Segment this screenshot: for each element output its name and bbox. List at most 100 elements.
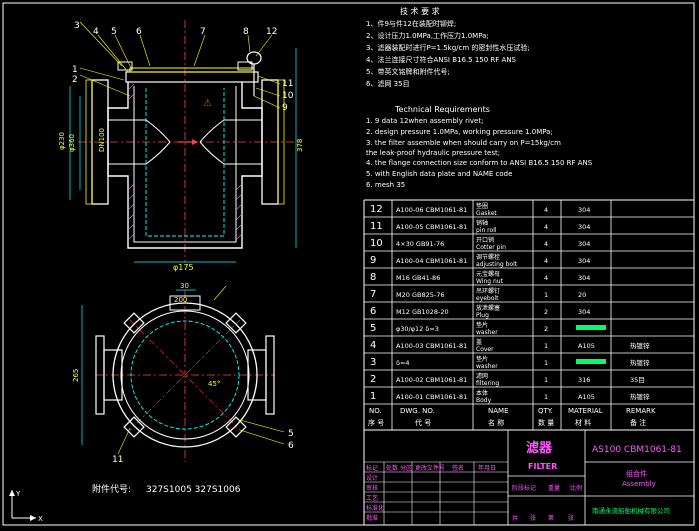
plan-wing-nut-se [225, 416, 247, 438]
cover [125, 71, 259, 83]
bom-row-no: 9 [370, 255, 376, 266]
svg-text:签名: 签名 [452, 464, 464, 472]
bom-row-name-cn: 销轴 [476, 219, 488, 227]
bom-row-qty: 1 [544, 291, 548, 299]
svg-text:设计: 设计 [366, 474, 378, 482]
inlet-duct-lower [108, 141, 171, 165]
bom-row-code: 4×30 GB91-76 [396, 240, 444, 248]
bom-row-name-cn: 垫圈 [476, 202, 488, 210]
bom-row-name-cn: 垫片 [476, 355, 488, 363]
assembly-en: Assembly [622, 480, 656, 488]
bom-row-no: 3 [370, 357, 376, 368]
svg-text:重量: 重量 [548, 484, 560, 492]
svg-text:REMARK: REMARK [626, 407, 656, 415]
plan-wing-nut-nw [123, 312, 145, 334]
title-rev-labels: 标记 处数 分区 更改文件号 签名 年月日 设计 审核 工艺 标准化 批准 阶段… [366, 464, 582, 522]
svg-text:DWG. NO.: DWG. NO. [400, 407, 435, 415]
bom-row-code: A100-06 CBM1061-81 [396, 206, 467, 214]
balloon-11: 11 [282, 79, 293, 89]
dim-top-diameter: φ175 [173, 263, 194, 272]
left-flange-face [85, 79, 93, 205]
bom-row-code: M20 GB825-76 [396, 291, 444, 299]
svg-text:年月日: 年月日 [478, 464, 496, 472]
bom-row-name-en: Cover [476, 346, 494, 353]
bom-row-no: 7 [370, 289, 376, 300]
bom-row-code: A100-01 CBM1061-81 [396, 393, 467, 401]
wall-hatch [127, 83, 243, 241]
bom-row-name-en: Gasket [476, 210, 497, 217]
bom-row-material-bar [576, 325, 606, 330]
warning-symbol: ⚠ [203, 98, 212, 109]
balloon-5: 5 [111, 27, 117, 37]
plan-screen [130, 320, 240, 430]
bom-row-name-cn: 滤网 [476, 372, 488, 380]
svg-text:名 称: 名 称 [488, 418, 504, 427]
balloon-7: 7 [200, 27, 206, 37]
outlet-duct [199, 119, 262, 143]
assembly-cn: 组合件 [626, 469, 647, 478]
svg-text:审核: 审核 [366, 484, 378, 492]
bom-row-name-cn: 垫片 [476, 321, 488, 329]
svg-text:标记: 标记 [366, 464, 378, 472]
plan-dim-c: 30 [180, 282, 189, 290]
svg-text:数 量: 数 量 [538, 418, 554, 427]
svg-text:5、带英文铭牌和附件代号;: 5、带英文铭牌和附件代号; [366, 67, 450, 76]
svg-text:工艺: 工艺 [366, 494, 378, 502]
ucs-x: X [38, 515, 43, 523]
bom-row-name-en: Wing nut [476, 278, 504, 285]
bom-row-code: A100-03 CBM1061-81 [396, 342, 467, 350]
bom-row-qty: 1 [544, 342, 548, 350]
svg-text:批准: 批准 [366, 514, 378, 522]
body-outline [107, 82, 263, 249]
bom-row-material: 304 [578, 274, 590, 282]
balloon-1: 1 [72, 65, 78, 75]
drawing-number: AS100 CBM1061-81 [592, 445, 682, 455]
bom-row-remark: 热镀锌 [630, 341, 650, 350]
svg-text:the leak-proof hydraulic press: the leak-proof hydraulic pressure test; [366, 149, 500, 157]
bom-row-remark: 35目 [630, 376, 645, 384]
bom-row-name-cn: 本体 [476, 389, 488, 397]
plan-dim-c2: 200 [174, 296, 187, 304]
bom-row-no: 1 [370, 391, 376, 402]
bom-row-remark: 热镀锌 [630, 392, 650, 401]
bom-row-remark: 热镀锌 [630, 358, 650, 367]
plan-cover-inner [120, 310, 250, 440]
svg-text:1. 9 data 12when assembly ri: 1. 9 data 12when assembly rivet; [366, 117, 483, 125]
bom-row-qty: 4 [544, 223, 548, 231]
svg-text:张: 张 [568, 514, 574, 522]
svg-text:2. design pressure 1.0MPa, w: 2. design pressure 1.0MPa, working press… [366, 128, 553, 136]
bom-row-no: 2 [370, 374, 376, 385]
notes-en-title: Technical Requirements [394, 105, 490, 114]
bom-row-no: 11 [370, 221, 383, 232]
bom-row-qty: 4 [544, 240, 548, 248]
bom-row-qty: 4 [544, 206, 548, 214]
bom-row-name-cn: 调节螺栓 [476, 253, 500, 261]
svg-text:2、设计压力1.0MPa,工作压力1.0MPa;: 2、设计压力1.0MPa,工作压力1.0MPa; [366, 31, 489, 40]
bom-row-code: φ30/φ12 δ=3 [396, 325, 439, 333]
bom-row-material: 20 [578, 291, 586, 299]
plan-wing-nut-sw [123, 416, 145, 438]
bom-row-material: 304 [578, 206, 590, 214]
bom-row-material-bar [576, 359, 606, 364]
plan-balloon-5: 5 [288, 429, 294, 439]
svg-text:3. the filter assemble when: 3. the filter assemble when should carry… [366, 139, 561, 147]
bom-row-name-en: washer [476, 329, 498, 336]
bom-row-name-en: Plug [476, 312, 489, 319]
svg-text:标准化: 标准化 [366, 504, 384, 512]
svg-text:比例: 比例 [570, 484, 582, 492]
bom-row-name-cn: 盖 [476, 338, 482, 346]
bom-row-qty: 1 [544, 359, 548, 367]
wing-nut-left [117, 61, 133, 71]
bom-row-no: 8 [370, 272, 376, 283]
balloon-6: 6 [136, 27, 142, 37]
ucs-y: Y [15, 490, 21, 498]
balloon-2: 2 [72, 75, 78, 85]
bom-row-name-en: filtering [476, 380, 499, 387]
bom-row-name-en: Cotter pin [476, 244, 506, 251]
bom-row-name-cn: 吊环螺钉 [476, 287, 500, 295]
plan-balloon-6: 6 [288, 441, 294, 451]
bom-row-no: 4 [370, 340, 376, 351]
bom-row-material: 304 [578, 308, 590, 316]
bom-row-material: A105 [578, 342, 595, 350]
balloon-9: 9 [282, 103, 288, 113]
